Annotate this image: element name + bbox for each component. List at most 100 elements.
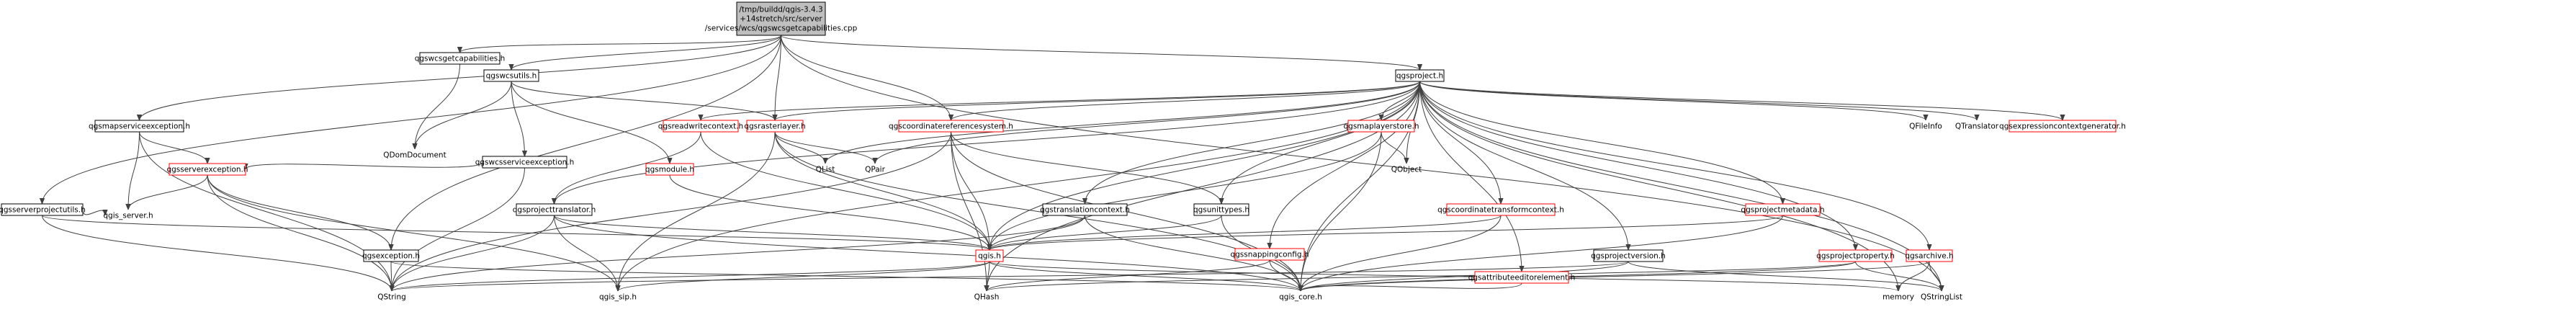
- edge-qgsrasterlayer_h-to-qlist: [774, 131, 825, 164]
- node-label: qgis_sip.h: [599, 293, 637, 302]
- node-qgsarchive_h[interactable]: qgsarchive.h: [1905, 249, 1954, 262]
- node-qgswcsutils_h[interactable]: qgswcsutils.h: [483, 69, 539, 82]
- edge-qgsserverexception_h-to-qgsexception_h: [207, 174, 391, 250]
- node-qgsrasterlayer_h[interactable]: qgsrasterlayer.h: [744, 120, 806, 133]
- edge-qgsmapserviceexception_h-to-qstring: [139, 131, 392, 291]
- edges-layer: [42, 35, 2063, 292]
- edge-qgsprojectproperty_h-to-qhash: [987, 261, 1856, 292]
- edge-qgswcsutils_h-to-qgsmodule_h: [511, 81, 670, 164]
- node-qgscoordinatetransformcontext_h[interactable]: qgscoordinatetransformcontext.h: [1437, 203, 1564, 216]
- edge-qgsprojectversion_h-to-qgis_core: [1301, 261, 1629, 292]
- node-qgsexception_h[interactable]: qgsexception.h: [362, 249, 420, 262]
- node-box: [663, 120, 739, 133]
- node-qstringlist: QStringList: [1921, 293, 1962, 302]
- edge-qgswcsutils_h-to-qdomdocument: [415, 81, 512, 149]
- edge-qgsproject_h-to-qfileinfo: [1419, 81, 1926, 121]
- node-qlist: QList: [816, 166, 835, 174]
- node-qgsprojectversion_h[interactable]: qgsprojectversion.h: [1591, 249, 1666, 262]
- node-qgis_h[interactable]: qgis.h: [975, 249, 1004, 262]
- node-qgsserverexception_h[interactable]: qgsserverexception.h: [166, 163, 248, 176]
- node-label: QString: [377, 293, 406, 302]
- edge-qgsarchive_h-to-memory: [1898, 261, 1930, 292]
- node-label: qgsprojectmetadata.h: [1741, 206, 1824, 215]
- node-label: QObject: [1391, 166, 1422, 174]
- edge-qgsserverprojectutils_h-to-qgis_server: [82, 209, 105, 216]
- node-qobject: QObject: [1391, 166, 1422, 174]
- node-label: QDomDocument: [383, 151, 446, 160]
- node-box: [1906, 249, 1953, 262]
- node-qgsattributeeditorelement_h[interactable]: qgsattributeeditorelement.h: [1468, 271, 1576, 284]
- edge-qgis_h-to-qgis_sip: [618, 261, 990, 292]
- node-label: qgsattributeeditorelement.h: [1468, 274, 1576, 282]
- edge-qgsprojectproperty_h-to-qgis_core: [1301, 261, 1856, 292]
- node-box: [169, 163, 246, 176]
- node-label: QFileInfo: [1909, 122, 1942, 131]
- node-qgswcsgetcapabilities_h[interactable]: qgswcsgetcapabilities.h: [415, 52, 506, 65]
- node-qgsproject_h[interactable]: qgsproject.h: [1395, 69, 1445, 82]
- edge-qgsproject_h-to-qgsattributeeditorelement_h: [1419, 81, 1522, 272]
- edge-qgsprojectmetadata_h-to-qgis_h: [989, 215, 1783, 251]
- node-qgswcsserviceexception_h[interactable]: qgswcsserviceexception.h: [475, 156, 575, 169]
- edge-qgsarchive_h-to-qgis_core: [1301, 261, 1930, 292]
- node-box: [645, 163, 694, 176]
- node-qgscoordinatereferencesystem_h[interactable]: qgscoordinatereferencesystem.h: [889, 120, 1013, 133]
- node-label: qgsreadwritecontext.h: [658, 122, 743, 131]
- node-label: qgswcsserviceexception.h: [475, 158, 575, 167]
- node-box: [1745, 203, 1821, 216]
- edge-qgsproject_h-to-qgscoordinatetransformcontext_h: [1419, 81, 1502, 204]
- node-root[interactable]: /tmp/buildd/qgis-3.4.3+14stretch/src/ser…: [705, 1, 858, 36]
- edge-qgsserverprojectutils_h-to-qstring: [42, 215, 392, 291]
- edge-qgsrasterlayer_h-to-qgis_core: [774, 131, 1301, 291]
- edge-qgswcsutils_h-to-qgsrasterlayer_h: [511, 81, 775, 121]
- node-box: [1193, 203, 1249, 216]
- node-qgsserverprojectutils_h[interactable]: qgsserverprojectutils.h: [0, 203, 86, 216]
- edge-qgsprojectversion_h-to-qstring: [392, 261, 1629, 292]
- edge-qgsmaplayerstore_h-to-qobject: [1381, 131, 1406, 164]
- node-qgssnappingconfig_h[interactable]: qgssnappingconfig.h: [1230, 248, 1309, 261]
- edge-qgsmodule_h-to-qgis_h: [669, 174, 989, 250]
- node-qgsreadwritecontext_h[interactable]: qgsreadwritecontext.h: [658, 120, 743, 133]
- node-qgsmapserviceexception_h[interactable]: qgsmapserviceexception.h: [89, 120, 190, 133]
- edge-qgis_h-to-memory: [989, 261, 1898, 292]
- edge-qgsproject_h-to-qpair: [875, 81, 1420, 164]
- node-label: qgsmaplayerstore.h: [1343, 122, 1419, 131]
- edge-qgswcsutils_h-to-qgswcsserviceexception_h: [511, 81, 525, 156]
- node-qgsexpressioncontextgenerator_h[interactable]: qgsexpressioncontextgenerator.h: [1999, 120, 2126, 133]
- node-label: qgsserverprojectutils.h: [0, 206, 86, 215]
- edge-qgsmaplayerstore_h-to-qgis_core: [1301, 131, 1382, 291]
- node-qgsprojecttranslator_h[interactable]: qgsprojecttranslator.h: [513, 203, 596, 216]
- edge-qgsproject_h-to-qgssnappingconfig_h: [1270, 81, 1420, 249]
- node-label: qgsarchive.h: [1905, 252, 1953, 261]
- edge-qgsproject_h-to-qlist: [825, 81, 1420, 164]
- edge-qgsserverprojectutils_h-to-qgis_h: [42, 215, 990, 251]
- edge-qgscoordinatetransformcontext_h-to-qgis_h: [989, 215, 1502, 251]
- edge-qgsmapserviceexception_h-to-qgis_server: [128, 131, 140, 210]
- node-label: qgsrasterlayer.h: [744, 122, 805, 131]
- edge-root-to-qgsmapserviceexception_h: [140, 35, 781, 120]
- node-label: /services/wcs/qgswcsgetcapabilities.cpp: [705, 24, 858, 33]
- node-box: [363, 249, 419, 262]
- node-box: [419, 52, 501, 65]
- node-qgsmodule_h[interactable]: qgsmodule.h: [645, 163, 694, 176]
- node-label: /tmp/buildd/qgis-3.4.3: [739, 6, 822, 14]
- edge-qgsarchive_h-to-qstringlist: [1929, 261, 1942, 291]
- node-qgstranslationcontext_h[interactable]: qgstranslationcontext.h: [1040, 203, 1130, 216]
- node-qgsmaplayerstore_h[interactable]: qgsmaplayerstore.h: [1343, 120, 1419, 133]
- node-qgsprojectproperty_h[interactable]: qgsprojectproperty.h: [1816, 249, 1895, 262]
- edge-qgswcsserviceexception_h-to-qgsserverexception_h: [246, 161, 483, 170]
- edge-qgsattributeeditorelement_h-to-qgis_core: [1301, 282, 1522, 292]
- node-qgsprojectmetadata_h[interactable]: qgsprojectmetadata.h: [1741, 203, 1825, 216]
- node-label: qgsserverexception.h: [166, 166, 248, 174]
- edge-qgsprojecttranslator_h-to-qgis_core: [554, 215, 1301, 292]
- node-label: qgis_core.h: [1279, 293, 1322, 302]
- node-qgis_core: qgis_core.h: [1279, 293, 1322, 302]
- edge-qgsrasterlayer_h-to-qgis_sip: [618, 131, 776, 291]
- edge-qgsunittypes_h-to-qgis_h: [989, 215, 1222, 251]
- edge-root-to-qgsexception_h: [391, 35, 781, 250]
- node-label: qgscoordinatereferencesystem.h: [889, 122, 1013, 131]
- node-label: qgsexpressioncontextgenerator.h: [1999, 122, 2126, 131]
- edge-qgstranslationcontext_h-to-qstring: [392, 215, 1085, 292]
- node-label: qgis_server.h: [103, 212, 153, 220]
- edge-root-to-qgswcsgetcapabilities_h: [460, 35, 781, 53]
- node-qgsunittypes_h[interactable]: qgsunittypes.h: [1193, 203, 1249, 216]
